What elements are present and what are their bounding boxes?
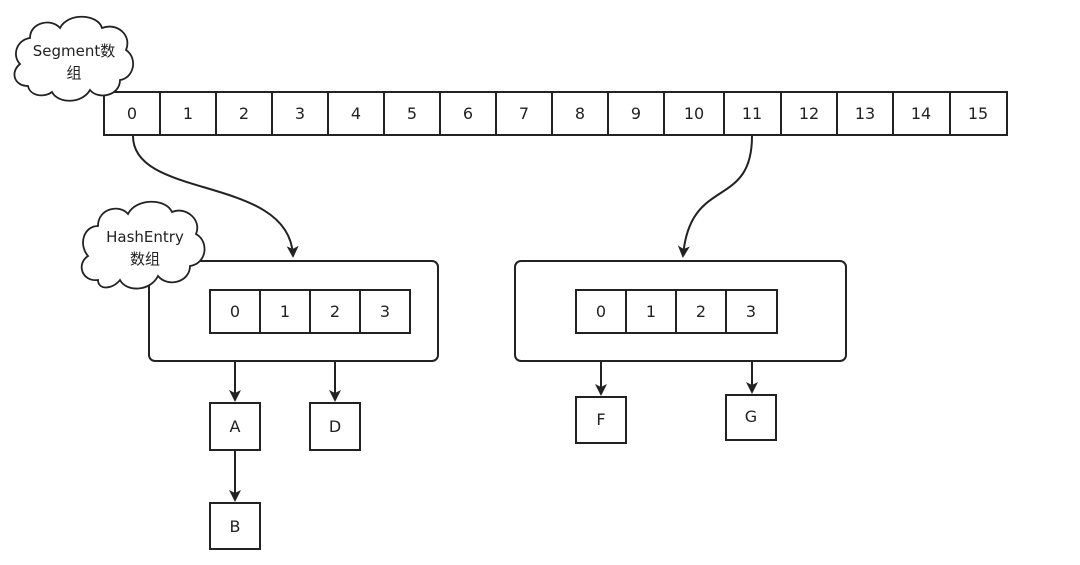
segment-cell: 0 bbox=[103, 91, 161, 136]
hash-table-a-cell: 0 bbox=[209, 289, 261, 334]
segment-cell: 8 bbox=[551, 91, 609, 136]
segment-cell-label: 1 bbox=[183, 104, 193, 123]
entry-node-b: B bbox=[209, 502, 261, 550]
hash-table-b-cell: 0 bbox=[575, 289, 627, 334]
segment-cell: 9 bbox=[607, 91, 665, 136]
segment-11-to-table-b-arrow bbox=[677, 135, 753, 258]
entry-node-label: D bbox=[329, 417, 341, 436]
hash-cell-label: 1 bbox=[280, 302, 290, 321]
segment-cell-label: 6 bbox=[463, 104, 473, 123]
segment-array: 0 1 2 3 4 5 6 7 8 9 10 11 12 13 14 15 bbox=[103, 91, 1008, 136]
segment-cell: 13 bbox=[836, 91, 894, 136]
hash-table-a-cell: 2 bbox=[309, 289, 361, 334]
hash-cell-label: 3 bbox=[380, 302, 390, 321]
segment-0-to-table-a-arrow bbox=[132, 135, 299, 258]
segment-cell-label: 14 bbox=[911, 104, 931, 123]
segment-cell: 11 bbox=[723, 91, 782, 136]
entry-node-f: F bbox=[575, 396, 627, 444]
hash-table-b: 0 1 2 3 bbox=[514, 260, 847, 362]
segment-cell-label: 2 bbox=[239, 104, 249, 123]
hash-table-b-cell: 3 bbox=[725, 289, 778, 334]
segment-cloud-shape bbox=[13, 15, 134, 102]
hash-cell-label: 1 bbox=[646, 302, 656, 321]
hash-table-b-cell: 1 bbox=[625, 289, 677, 334]
segment-cell: 1 bbox=[159, 91, 217, 136]
entry-node-label: F bbox=[596, 410, 605, 429]
segment-cell-label: 13 bbox=[855, 104, 875, 123]
segment-array-cloud: Segment数 组 bbox=[13, 15, 134, 102]
hash-cell-label: 2 bbox=[696, 302, 706, 321]
segment-cell: 6 bbox=[439, 91, 497, 136]
entry-nodes: A B D F G bbox=[209, 394, 777, 550]
hashentry-cloud-label-line1: HashEntry bbox=[106, 228, 184, 246]
segment-cell: 3 bbox=[271, 91, 329, 136]
segment-cell: 4 bbox=[327, 91, 385, 136]
hash-cell-label: 0 bbox=[230, 302, 240, 321]
hashentry-cloud-shape bbox=[80, 200, 206, 290]
segment-cell-label: 15 bbox=[968, 104, 988, 123]
segment-cell: 7 bbox=[495, 91, 553, 136]
segment-cell-label: 4 bbox=[351, 104, 361, 123]
segment-cell-label: 3 bbox=[295, 104, 305, 123]
segment-cell: 10 bbox=[663, 91, 725, 136]
hash-table-a: 0 1 2 3 bbox=[148, 260, 439, 362]
segment-cell-label: 11 bbox=[742, 104, 762, 123]
entry-node-d: D bbox=[309, 402, 361, 451]
segment-cell: 12 bbox=[780, 91, 838, 136]
segment-cell-label: 9 bbox=[631, 104, 641, 123]
hashentry-array-cloud: HashEntry 数组 bbox=[80, 200, 206, 290]
entry-node-a: A bbox=[209, 402, 261, 451]
segment-cell-label: 12 bbox=[799, 104, 819, 123]
segment-cell: 14 bbox=[892, 91, 951, 136]
segment-cell-label: 7 bbox=[519, 104, 529, 123]
hash-table-b-cell: 2 bbox=[675, 289, 727, 334]
segment-cell-label: 8 bbox=[575, 104, 585, 123]
entry-node-g: G bbox=[725, 394, 777, 441]
segment-cell: 5 bbox=[383, 91, 441, 136]
segment-cell-label: 0 bbox=[127, 104, 137, 123]
hash-cell-label: 2 bbox=[330, 302, 340, 321]
segment-cloud-label-line1: Segment数 bbox=[33, 42, 116, 60]
entry-node-label: G bbox=[745, 407, 757, 426]
segment-cloud-label-line2: 组 bbox=[66, 64, 81, 82]
entry-node-label: B bbox=[230, 517, 241, 536]
hash-table-a-cell: 3 bbox=[359, 289, 411, 334]
hash-table-a-cell: 1 bbox=[259, 289, 311, 334]
hash-cell-label: 3 bbox=[746, 302, 756, 321]
hash-cell-label: 0 bbox=[596, 302, 606, 321]
entry-node-label: A bbox=[230, 417, 241, 436]
segment-cell-label: 5 bbox=[407, 104, 417, 123]
segment-cell: 2 bbox=[215, 91, 273, 136]
segment-cell: 15 bbox=[949, 91, 1008, 136]
segment-cell-label: 10 bbox=[684, 104, 704, 123]
hashentry-cloud-label-line2: 数组 bbox=[130, 250, 160, 268]
